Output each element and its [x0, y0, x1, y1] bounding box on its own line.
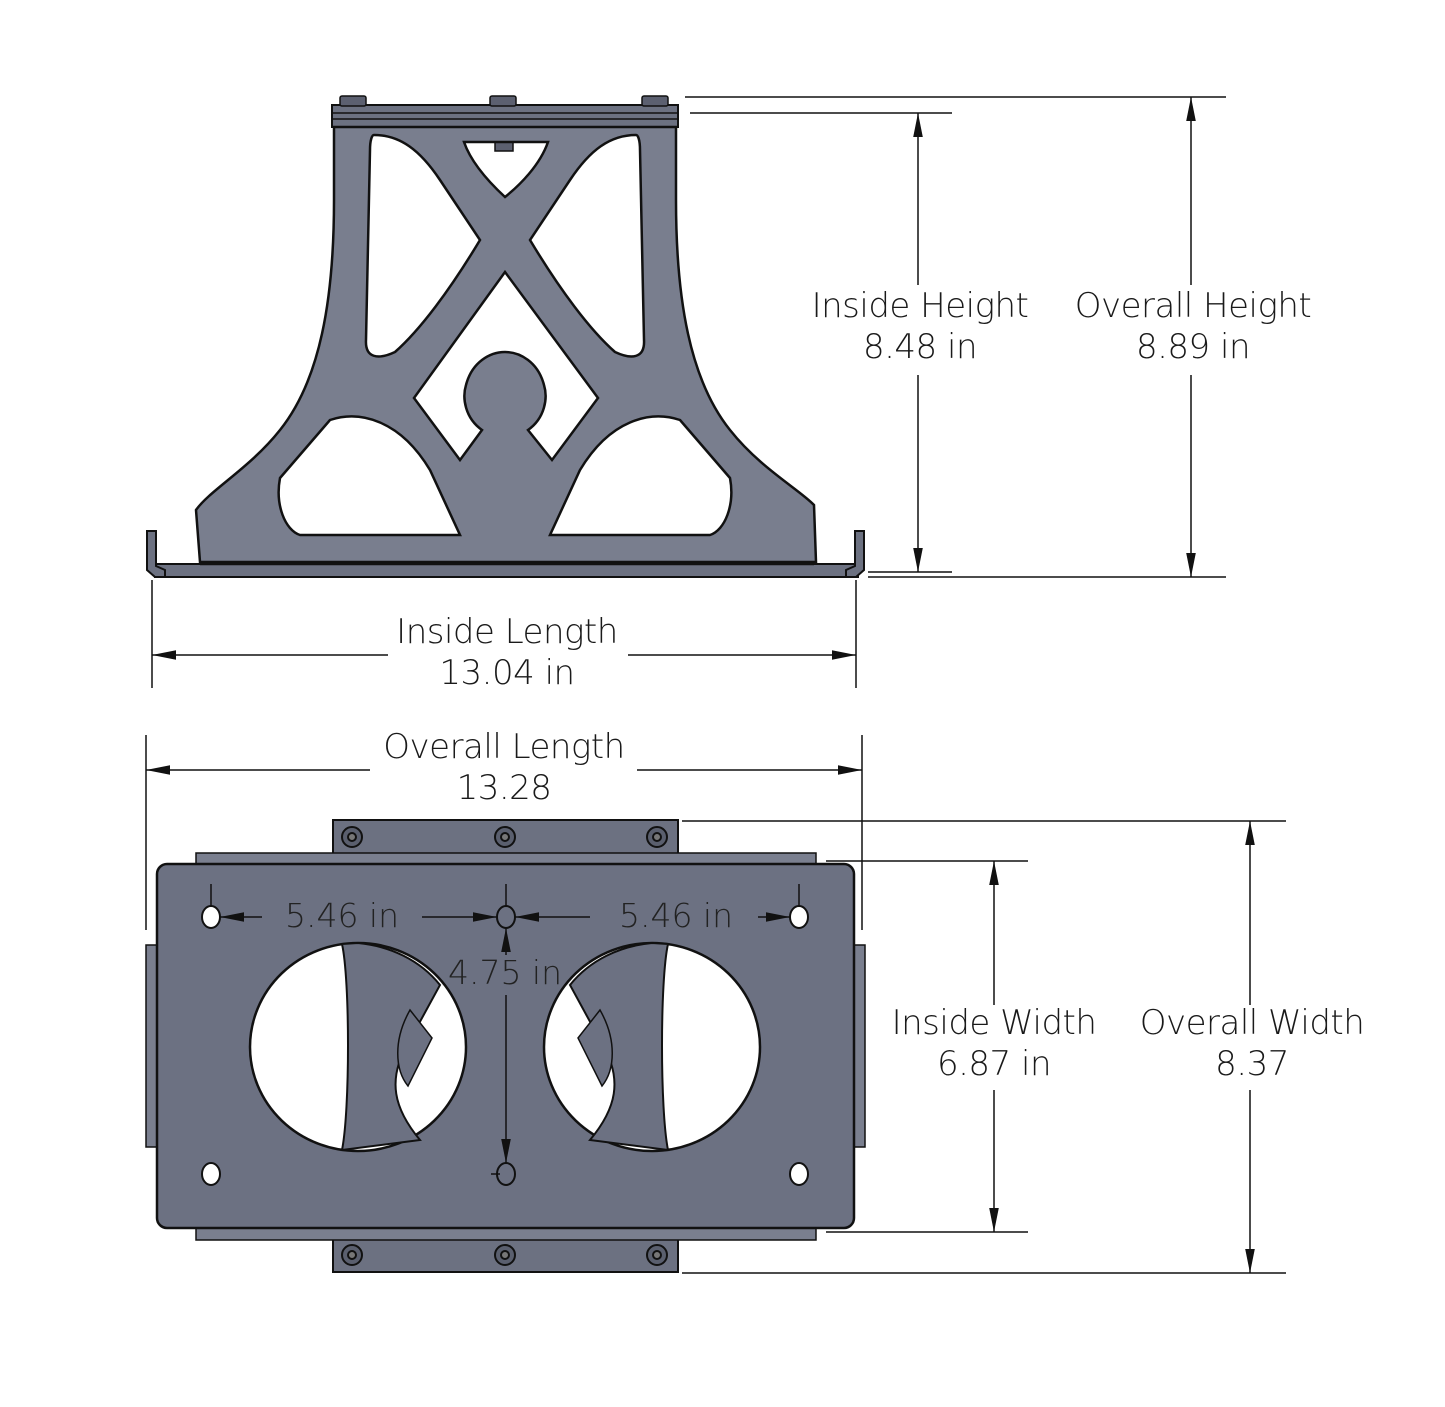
- overall-length-label: Overall Length 13.28: [368, 727, 640, 809]
- overall-width-label: Overall Width 8.37: [1124, 1003, 1380, 1085]
- inside-width-title: Inside Width: [891, 1003, 1097, 1043]
- top-rail: [331, 104, 679, 128]
- overall-length-value: 13.28: [456, 767, 552, 808]
- side-dimension-lines: [145, 96, 1226, 930]
- inside-height-label: Inside Height 8.48 in: [800, 286, 1040, 368]
- overall-height-label: Overall Height 8.89 in: [1060, 286, 1326, 368]
- hole-spacing-left-label: 5.46 in: [284, 896, 400, 935]
- overall-width-value: 8.37: [1215, 1043, 1289, 1084]
- top-clamp-bar: [332, 819, 679, 855]
- inside-length-title: Inside Length: [396, 612, 618, 652]
- side-view-bracket: [146, 95, 865, 578]
- inside-height-value: 8.48 in: [862, 326, 978, 367]
- overall-length-title: Overall Length: [383, 727, 625, 767]
- inside-height-title: Inside Height: [811, 286, 1029, 326]
- clamp-bolt-icons: [341, 826, 668, 1266]
- overall-height-title: Overall Height: [1074, 286, 1312, 326]
- overall-height-value: 8.89 in: [1135, 326, 1251, 367]
- hole-spacing-right-label: 5.46 in: [618, 896, 734, 935]
- plate-dimension-lines: [210, 820, 1286, 1274]
- hole-spacing-vertical-label: 4.75 in: [447, 953, 563, 992]
- inside-length-value: 13.04 in: [439, 652, 575, 693]
- top-view-plate: [145, 819, 866, 1273]
- inside-width-label: Inside Width 6.87 in: [878, 1003, 1110, 1085]
- overall-width-title: Overall Width: [1139, 1003, 1365, 1043]
- inside-width-value: 6.87 in: [936, 1043, 1052, 1084]
- inside-length-label: Inside Length 13.04 in: [384, 612, 630, 694]
